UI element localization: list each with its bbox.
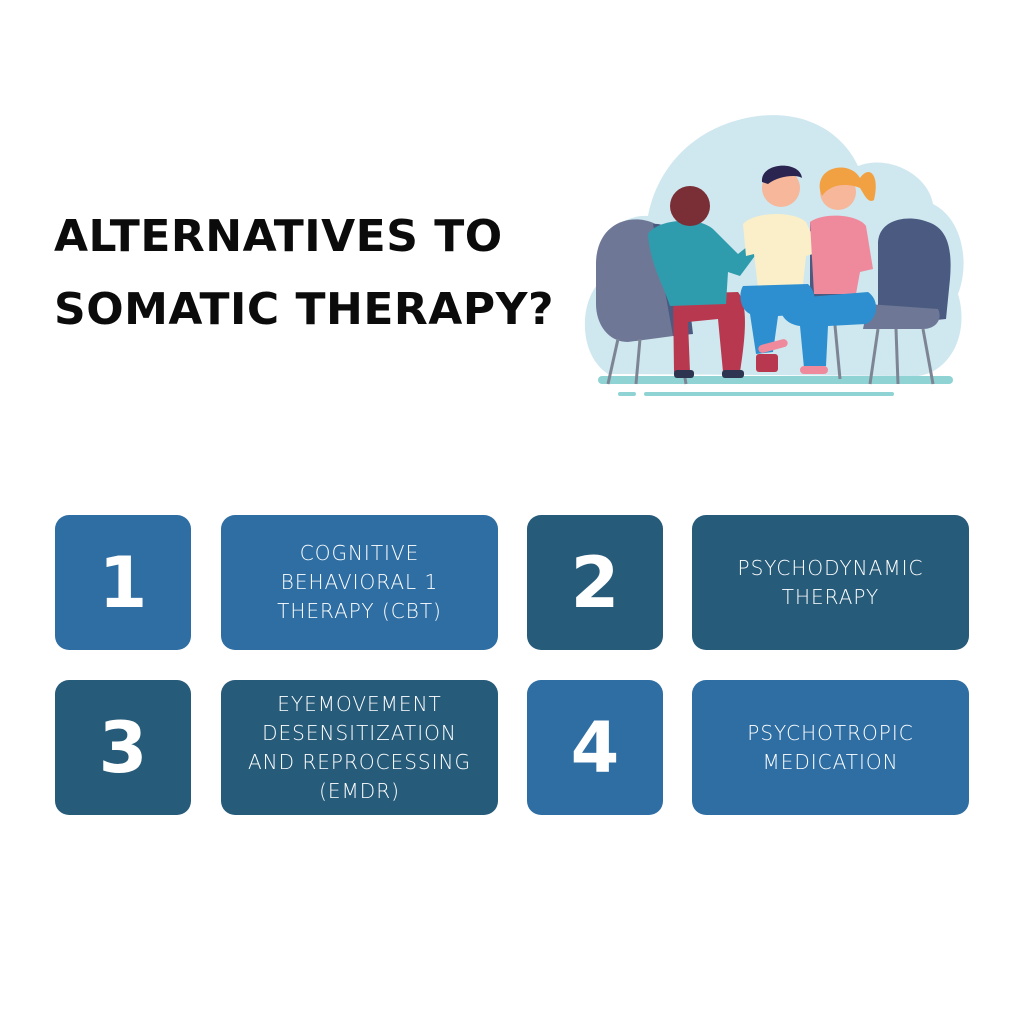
item-4-number-tile: 4 [527, 680, 663, 815]
item-3-label-line: DESENSITIZATION [262, 720, 457, 745]
item-2-label-line: THERAPY [781, 584, 880, 609]
item-3-label-tile: EYEMOVEMENT DESENSITIZATION AND REPROCES… [221, 680, 498, 815]
chair-right [878, 218, 951, 326]
person-left-shirt [648, 220, 760, 306]
item-3-number: 3 [98, 706, 148, 789]
floor [598, 376, 953, 384]
therapy-group-illustration [578, 104, 970, 404]
item-1-number: 1 [98, 541, 148, 624]
title-line-1: ALTERNATIVES TO [54, 211, 503, 262]
item-2-label-line: PSYCHODYNAMIC [737, 555, 924, 580]
title-line-2: SOMATIC THERAPY? [54, 284, 554, 335]
item-4-label-line: PSYCHOTROPIC [747, 720, 914, 745]
item-1-number-tile: 1 [55, 515, 191, 650]
item-3-label-line: (EMDR) [319, 778, 400, 803]
person-center-hair [761, 165, 802, 184]
person-left-pants [673, 292, 745, 372]
item-3-number-tile: 3 [55, 680, 191, 815]
item-3-label-line: EYEMOVEMENT [277, 691, 442, 716]
item-3-label-line: AND REPROCESSING [248, 749, 471, 774]
person-left-head [670, 186, 710, 226]
person-right-hair [819, 167, 876, 201]
item-2-label-tile: PSYCHODYNAMIC THERAPY [692, 515, 969, 650]
person-right-shirt [810, 215, 873, 294]
item-4-label-line: MEDICATION [762, 749, 899, 774]
item-1-label-tile: COGNITIVE BEHAVIORAL 1 THERAPY (CBT) [221, 515, 498, 650]
person-center-shirt [743, 213, 820, 288]
item-4-label-tile: PSYCHOTROPIC MEDICATION [692, 680, 969, 815]
item-2-number-tile: 2 [527, 515, 663, 650]
item-1-label-line: COGNITIVE [299, 541, 420, 565]
item-4-number: 4 [570, 706, 620, 789]
item-1-label-line: THERAPY (CBT) [277, 599, 442, 623]
page-title: ALTERNATIVES TO SOMATIC THERAPY? [54, 200, 554, 346]
person-right-jeans [780, 292, 877, 368]
item-2-number: 2 [570, 541, 620, 624]
item-1-label-line: BEHAVIORAL 1 [280, 570, 439, 594]
